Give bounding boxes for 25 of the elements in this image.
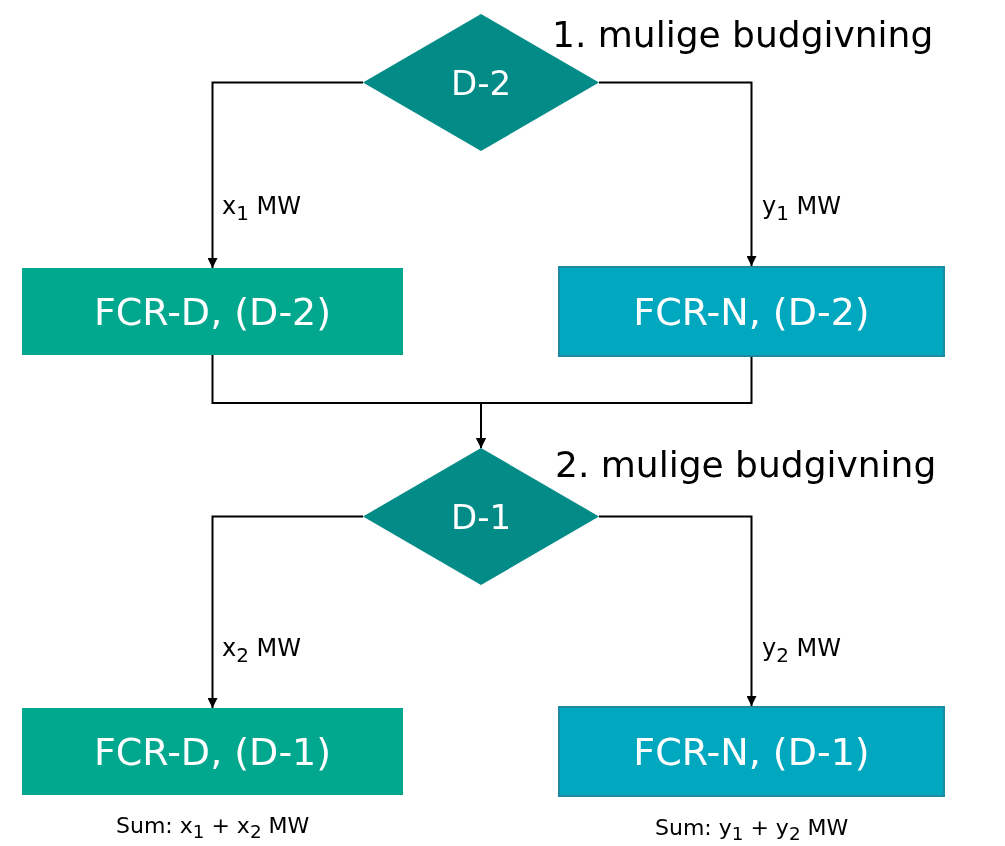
edge-label: y$_{2}$ MW — [762, 634, 841, 667]
process-box — [558, 706, 945, 797]
process-box — [558, 266, 945, 357]
edge-label: y$_{1}$ MW — [762, 192, 841, 225]
node-label: D-1 — [450, 496, 512, 537]
node-label: FCR-D, (D-2) — [93, 289, 332, 334]
decision-diamond — [363, 14, 599, 151]
node-label: FCR-N, (D-1) — [633, 729, 870, 774]
sum-caption: Sum: y$_{1}$ + y$_{2}$ MW — [655, 815, 849, 845]
arrow — [476, 356, 753, 449]
arrow — [207, 515, 364, 709]
step-heading: 1. mulige budgivning — [552, 14, 934, 55]
sum-caption: Sum: x$_{1}$ + x$_{2}$ MW — [116, 813, 310, 843]
edge-label: x$_{1}$ MW — [222, 192, 301, 225]
node-label: FCR-N, (D-2) — [633, 289, 870, 334]
decision-diamond — [363, 448, 599, 585]
arrow — [598, 81, 757, 267]
node-label: FCR-D, (D-1) — [93, 729, 332, 774]
edge-label: x$_{2}$ MW — [222, 634, 301, 667]
arrow — [598, 515, 757, 707]
process-box — [22, 268, 403, 355]
process-box — [22, 708, 403, 795]
node-label: D-2 — [450, 62, 512, 103]
step-heading: 2. mulige budgivning — [555, 444, 937, 485]
arrow — [207, 81, 364, 269]
